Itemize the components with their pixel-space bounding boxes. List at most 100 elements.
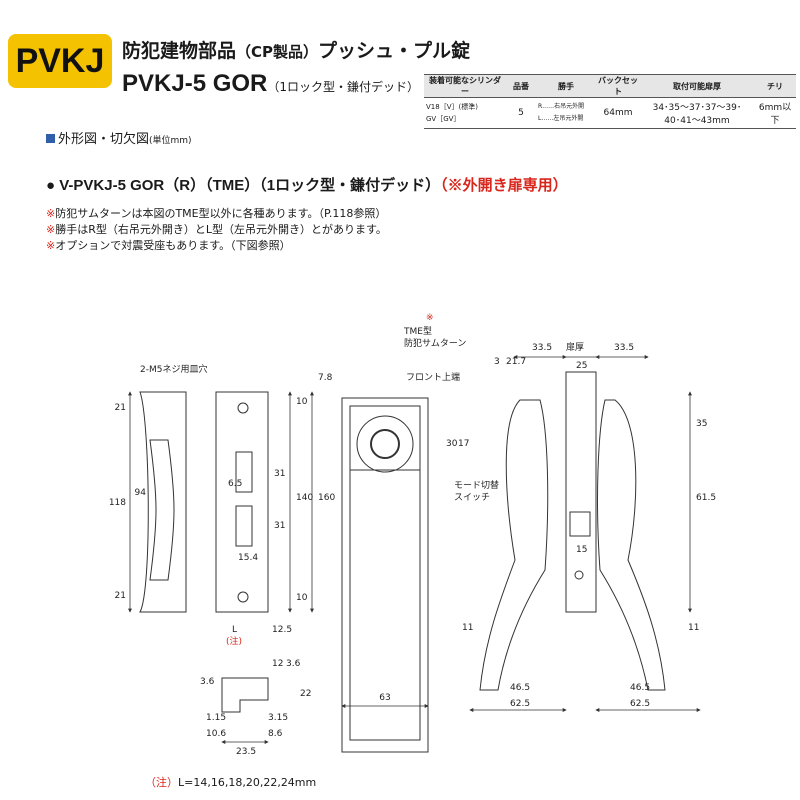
strike-plate-outline — [139, 391, 187, 613]
label-front-top: フロント上端 — [406, 371, 460, 383]
dim-text: 25 — [576, 361, 587, 371]
case-window — [569, 511, 591, 537]
spec-header: 勝手 — [536, 74, 596, 98]
label-mode-switch-2: スイッチ — [454, 492, 490, 503]
dim-text: 140 — [296, 493, 313, 503]
dim-text: 33.5 — [614, 343, 634, 353]
series-badge: PVKJ — [8, 34, 112, 88]
dim-text: 94 — [135, 488, 147, 498]
dim-text: 21 — [115, 403, 126, 413]
dim-text: 8.6 — [268, 729, 283, 739]
label-mode-switch-1: モード切替 — [454, 479, 499, 491]
dim-text: 31 — [274, 521, 285, 531]
dim-text: 46.5 — [510, 683, 530, 693]
note-item: ※防犯サムターンは本図のTME型以外に各種あります。（P.118参照） — [46, 206, 387, 222]
label-tme-mark: ※ — [426, 313, 434, 323]
dim-text: 15 — [576, 545, 587, 555]
model-line: PVKJ-5 GOR（1ロック型・鎌付デッド） — [122, 70, 419, 98]
strike-plate-inner — [149, 439, 175, 581]
note-text: オプションで対震受座もあります。（下図参照） — [55, 239, 291, 252]
model-number: PVKJ-5 GOR — [122, 70, 268, 97]
escutcheon-upper — [349, 405, 421, 470]
footnote: （注）L=14,16,18,20,22,24mm — [145, 774, 316, 790]
hand-cell: R……右吊元外開 L……左吊元外開 — [536, 97, 596, 129]
door-thickness-1: 34･35～37･37～39･ — [652, 103, 742, 113]
footnote-text: L=14,16,18,20,22,24mm — [178, 776, 317, 789]
note-item: ※勝手はR型（右吊元外開き）とL型（左吊元外開き）とがあります。 — [46, 222, 387, 238]
dim-text: 12.5 — [272, 625, 292, 635]
section-square-icon — [46, 134, 55, 143]
strike-detail — [221, 677, 269, 713]
bullet-icon: ● — [46, 177, 56, 194]
dim-text: 12 — [272, 659, 283, 669]
section-unit: (単位mm) — [149, 136, 192, 146]
hand-l: L……左吊元外開 — [538, 115, 584, 122]
label-tme-line1: TME型 — [403, 326, 432, 337]
label-door-thickness: 扉厚 — [566, 341, 584, 353]
dim-text: L — [232, 625, 237, 635]
dim-text: 31 — [274, 469, 285, 479]
case-screw — [574, 570, 584, 580]
dim-text: 7.8 — [318, 373, 333, 383]
dim-text: 3.15 — [268, 713, 288, 723]
dim-text: 17 — [458, 439, 469, 449]
spec-header: バックセット — [596, 74, 640, 98]
dim-text: 35 — [696, 419, 707, 429]
model-subtitle: （1ロック型・鎌付デッド） — [267, 80, 420, 94]
dim-text: 1.15 — [206, 713, 226, 723]
lever-left — [479, 399, 549, 691]
spec-header: 取付可能扉厚 — [640, 74, 754, 98]
dim-text: 46.5 — [630, 683, 650, 693]
dim-text: 10 — [296, 397, 308, 407]
label-screw-holes: 2-M5ネジ用皿穴 — [140, 363, 207, 375]
spec-row: V18［V］(標準) GV［GV］ 5 R……右吊元外開 L……左吊元外開 64… — [424, 97, 796, 129]
dim-text: 15.4 — [238, 553, 258, 563]
thumbturn-knob — [370, 429, 400, 459]
chiri-cell: 6mm以下 — [754, 97, 796, 129]
title-main: 防犯建物部品 — [122, 40, 237, 62]
dim-text: 22 — [300, 689, 311, 699]
dim-text: 11 — [462, 623, 473, 633]
dim-text: 3 — [494, 357, 500, 367]
dim-text: 33.5 — [532, 343, 552, 353]
dim-text: 62.5 — [630, 699, 650, 709]
footnote-mark: （注） — [145, 776, 178, 789]
dim-text: 21 — [115, 591, 126, 601]
spec-header: 装着可能なシリンダー — [424, 74, 506, 98]
spec-header: 品番 — [506, 74, 536, 98]
cylinder-std: V18［V］(標準) — [426, 103, 478, 111]
lock-case — [565, 371, 597, 613]
product-title: 防犯建物部品（CP製品）プッシュ・プル錠 — [122, 36, 470, 63]
dim-text: 3.6 — [286, 659, 301, 669]
drawing-subtitle: ● V-PVKJ-5 GOR（R）（TME）（1ロック型・鎌付デッド）（※外開き… — [46, 174, 568, 195]
door-thickness-cell: 34･35～37･37～39･ 40･41～43mm — [640, 97, 754, 129]
front-plate — [215, 391, 269, 613]
door-thickness-2: 40･41～43mm — [664, 116, 730, 126]
lever-right — [597, 399, 666, 691]
part-no-cell: 5 — [506, 97, 536, 129]
subtitle-text: V-PVKJ-5 GOR（R）（TME）（1ロック型・鎌付デッド） — [55, 177, 441, 194]
title-paren: （CP製品） — [236, 43, 319, 61]
front-screw-top — [237, 402, 249, 414]
front-screw-bottom — [237, 591, 249, 603]
note-item: ※オプションで対震受座もあります。（下図参照） — [46, 238, 387, 254]
note-text: 勝手はR型（右吊元外開き）とL型（左吊元外開き）とがあります。 — [55, 223, 387, 236]
spec-header: チリ — [754, 74, 796, 98]
dim-text: 11 — [688, 623, 699, 633]
deadbolt-slot-top — [235, 451, 253, 493]
section-heading: 外形図・切欠図(単位mm) — [46, 128, 192, 147]
thumbturn-rose — [356, 415, 414, 473]
subtitle-warning: （※外開き扉専用） — [440, 177, 568, 194]
dim-text: 118 — [109, 498, 126, 508]
dim-text: 23.5 — [236, 747, 256, 757]
dim-text: 160 — [318, 493, 335, 503]
dim-text: 6.5 — [228, 479, 242, 489]
label-note-mark: (注) — [226, 635, 242, 647]
escutcheon-panel — [349, 469, 421, 741]
escutcheon-plate — [341, 397, 429, 753]
hand-r: R……右吊元外開 — [538, 103, 585, 110]
section-title: 外形図・切欠図 — [58, 132, 150, 147]
dim-text: 61.5 — [696, 493, 716, 503]
label-tme-line2: 防犯サムターン — [404, 337, 466, 349]
